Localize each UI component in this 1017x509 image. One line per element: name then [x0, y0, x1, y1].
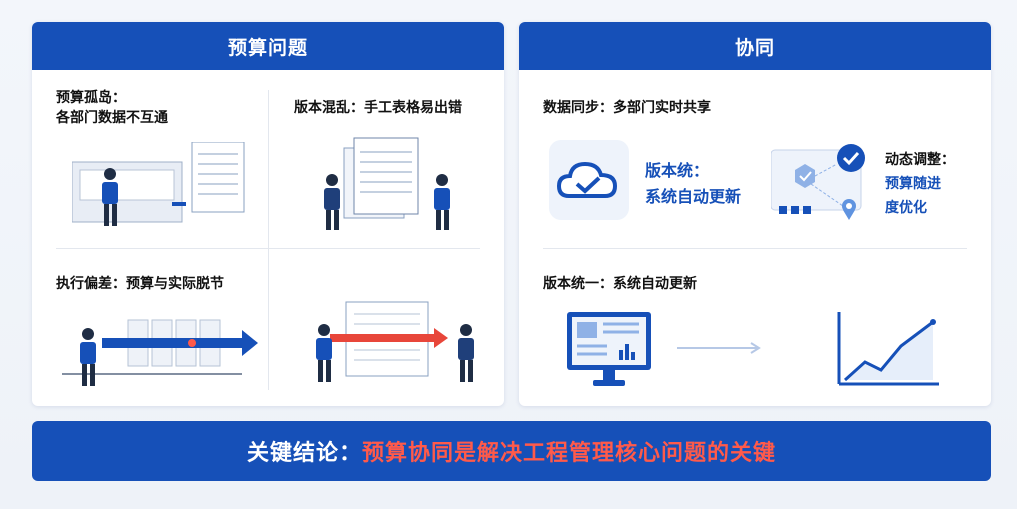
- flow-arrow: [677, 342, 761, 354]
- panel-divider-horizontal: [56, 248, 480, 249]
- budget-problems-header: 预算问题: [32, 22, 504, 70]
- version-chaos-illustration: [324, 137, 450, 230]
- dynamic-adjust-icon: [771, 144, 865, 220]
- growth-chart-icon: [837, 312, 939, 386]
- collaboration-header: 协同: [519, 22, 991, 70]
- data-silo-illustration: [72, 142, 245, 226]
- version-unified-label: 版本统： 系统自动更新: [645, 161, 742, 206]
- panel-divider-vertical: [268, 90, 269, 390]
- execution-deviation-illustration: [62, 319, 258, 386]
- key-conclusion-bar: 关键结论： 预算协同是解决工程管理核心问题的关键: [32, 421, 991, 481]
- data-sync-title: 数据同步：多部门实时共享: [543, 100, 711, 116]
- monitor-icon: [567, 312, 651, 386]
- cloud-sync-icon: [549, 140, 629, 220]
- version-unified-title: 版本统一：系统自动更新: [543, 276, 697, 292]
- right-panel-divider: [543, 248, 967, 249]
- budget-island-title: 预算孤岛： 各部门数据不互通: [56, 90, 168, 126]
- execution-deviation-title: 执行偏差：预算与实际脱节: [56, 276, 224, 292]
- conclusion-highlight: 预算协同是解决工程管理核心问题的关键: [362, 441, 777, 466]
- dynamic-adjust-label: 动态调整： 预算随进 度优化: [885, 152, 955, 216]
- budget-problems-panel: 预算问题 预算孤岛： 各部门数据不互通 版本混乱：手工表格易出错: [32, 22, 504, 406]
- budget-vs-actual-illustration: [316, 301, 474, 382]
- version-chaos-title: 版本混乱：手工表格易出错: [294, 100, 462, 116]
- conclusion-prefix: 关键结论：: [246, 441, 362, 466]
- collaboration-panel: 协同 数据同步：多部门实时共享 版本统： 系统自动更新 动态调整： 预算随进 度…: [519, 22, 991, 406]
